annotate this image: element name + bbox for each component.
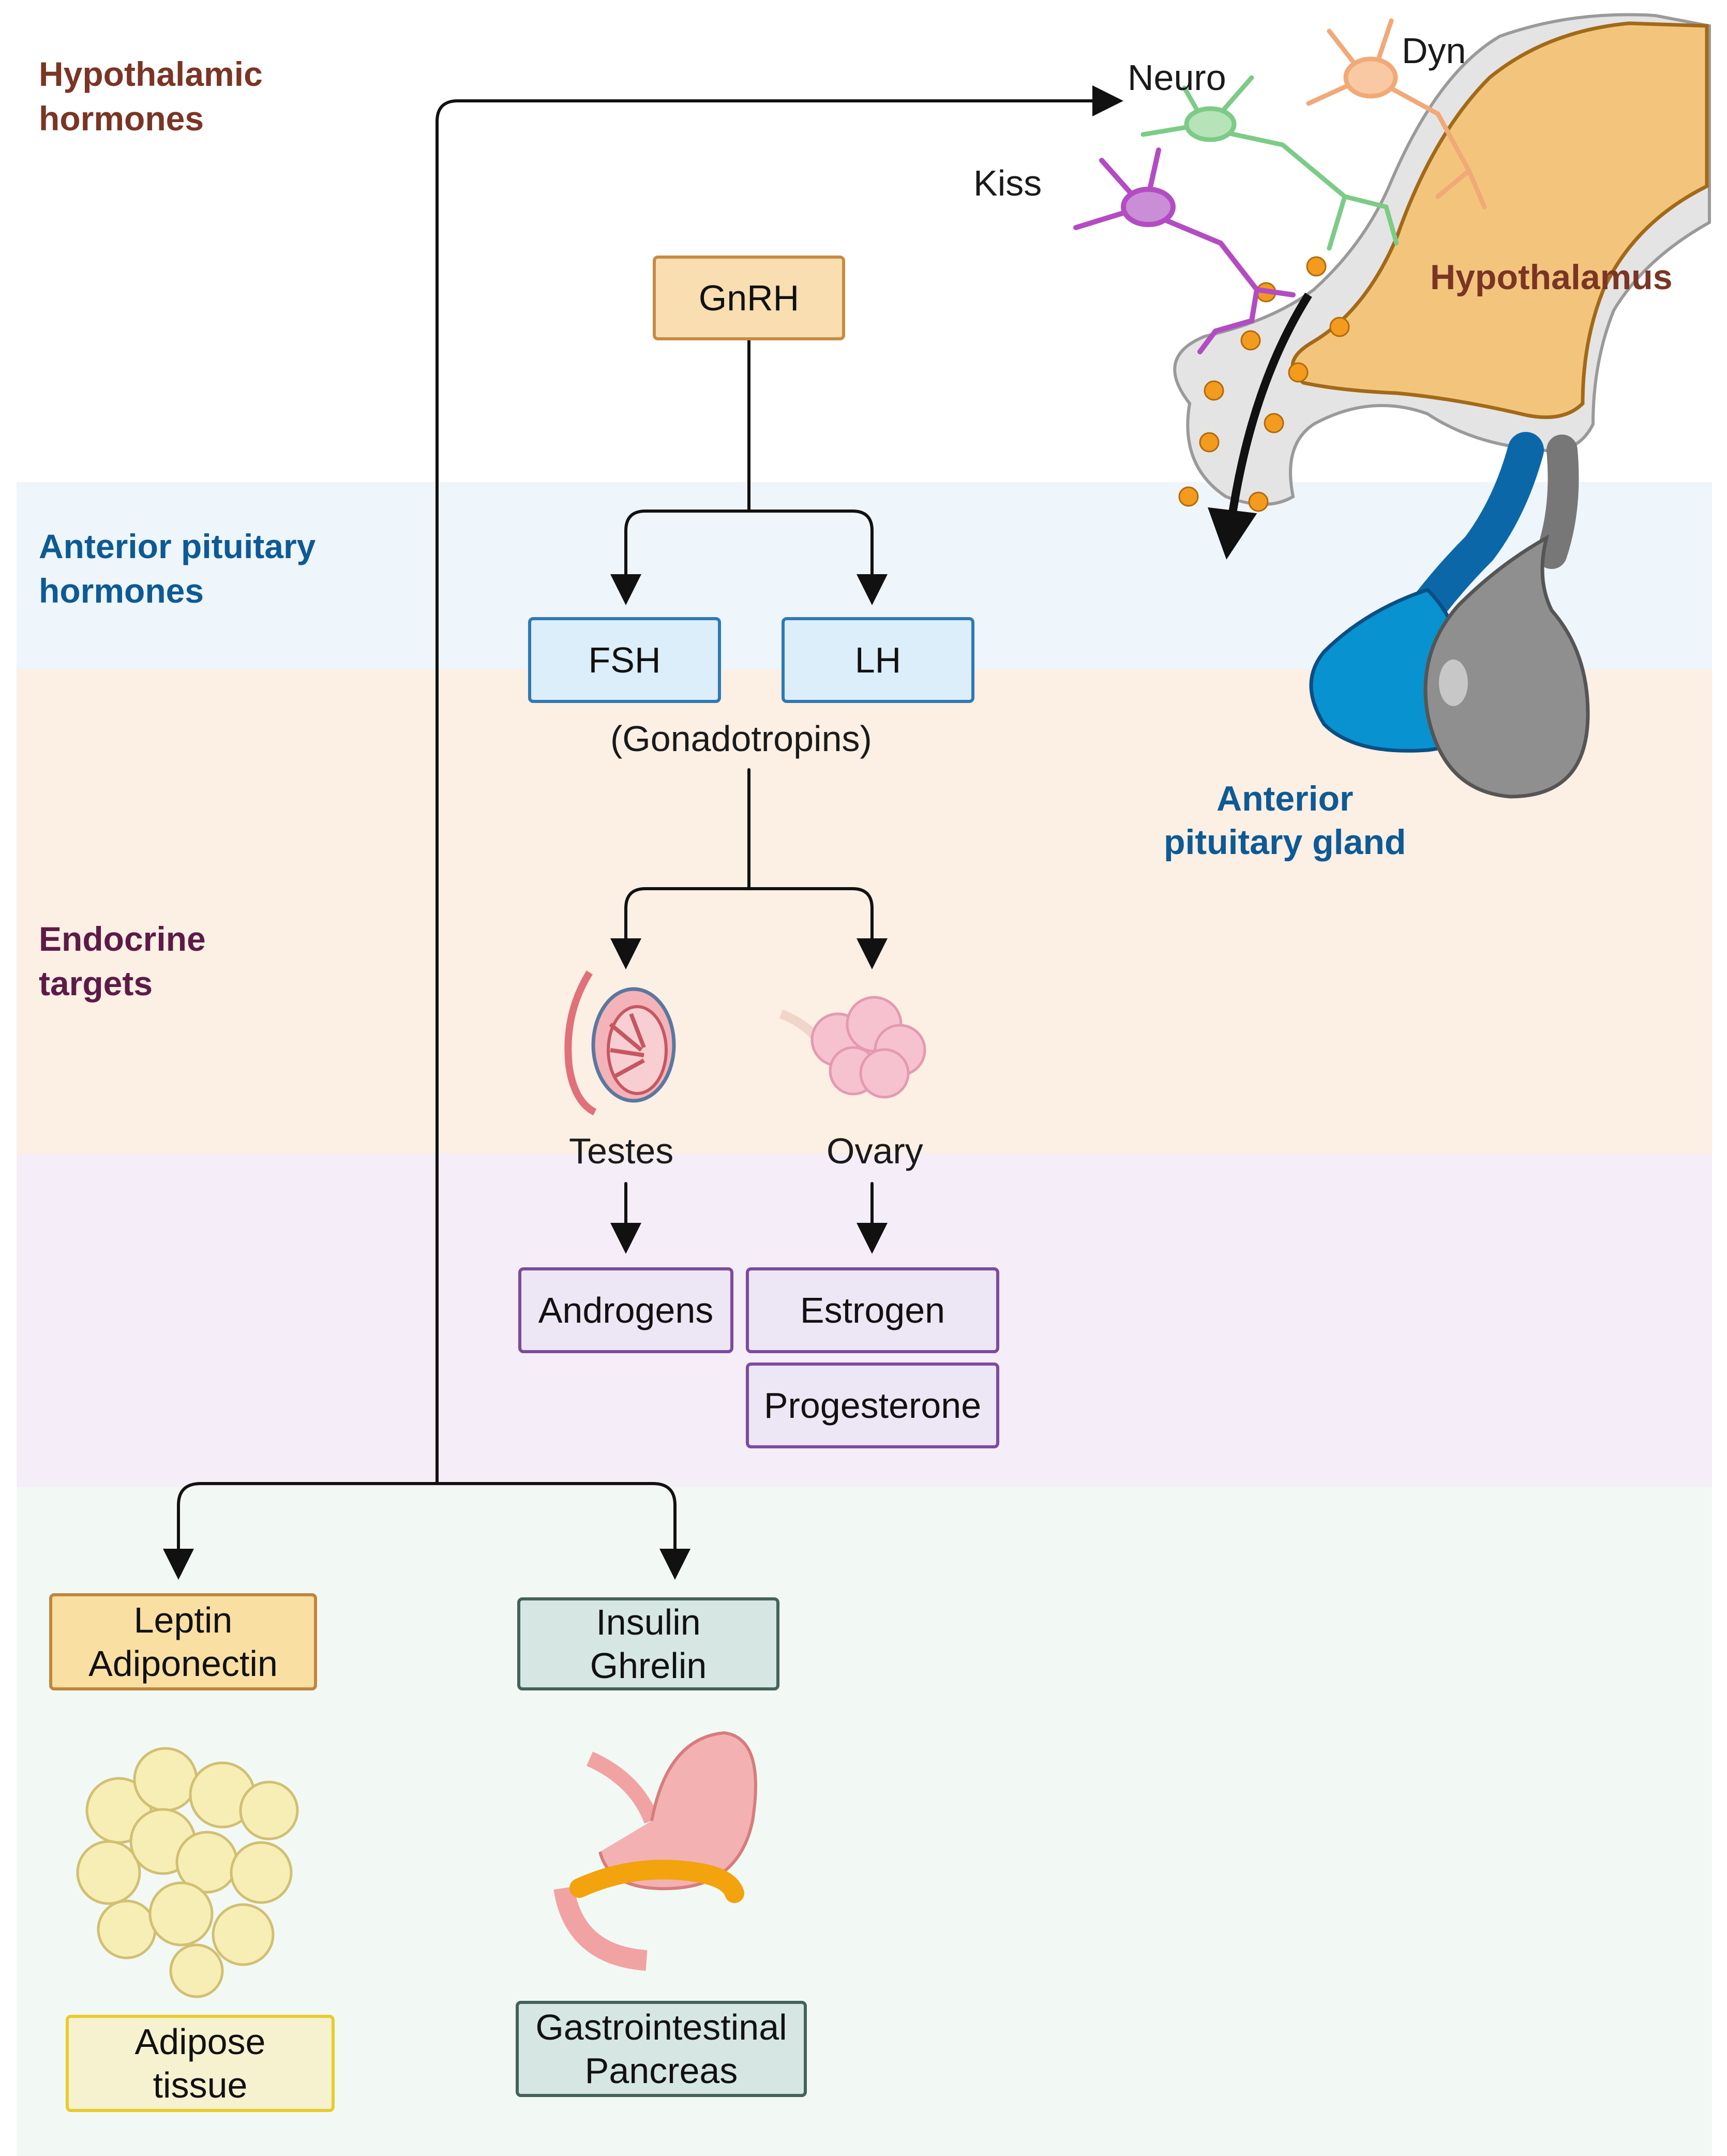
hypothalamus-illustration	[1173, 13, 1711, 799]
progesterone-box: Progesterone	[746, 1363, 999, 1448]
adipose-illustration	[76, 1747, 299, 1998]
gnrh-to-fsh-arrow	[610, 510, 750, 605]
kiss-label: Kiss	[973, 163, 1042, 203]
gonadotropins-label: (Gonadotropins)	[610, 718, 872, 759]
kiss-neuron	[1073, 147, 1296, 354]
anterior-pituitary-gland-label: Anterior pituitary gland	[1164, 779, 1406, 862]
hypothalamus-label: Hypothalamus	[1430, 258, 1673, 297]
testes-label: Testes	[569, 1131, 674, 1171]
metabolic-split	[163, 1482, 439, 1580]
gnrh-to-lh-arrow	[747, 510, 888, 605]
dyn-neuron	[1306, 18, 1487, 209]
feedback-arrow	[435, 85, 1123, 1485]
testes-illustration	[564, 970, 676, 1116]
androgens-box: Androgens	[518, 1267, 733, 1353]
endocrine-targets-label: Endocrine targets	[39, 920, 206, 1002]
gnrh-box: GnRH	[653, 256, 845, 340]
ovary-illustration	[779, 996, 926, 1099]
fsh-box: FSH	[528, 617, 721, 703]
to-ovary-arrow	[747, 887, 888, 969]
to-testes-arrow	[610, 887, 750, 969]
insulin-ghrelin-box: Insulin Ghrelin	[517, 1597, 779, 1690]
adipose-tissue-box: Adipose tissue	[66, 2015, 335, 2112]
neuro-label: Neuro	[1128, 57, 1226, 98]
dyn-label: Dyn	[1402, 31, 1466, 71]
gastrointestinal-pancreas-box: Gastrointestinal Pancreas	[516, 2001, 807, 2097]
neuro-neuron	[1140, 75, 1399, 251]
estrogen-box: Estrogen	[746, 1267, 999, 1353]
anterior-pituitary-hormones-label: Anterior pituitary hormones	[39, 527, 316, 610]
lh-box: LH	[782, 617, 974, 703]
hypothalamic-hormones-label: Hypothalamic hormones	[39, 55, 263, 138]
to-insulin-arrow	[435, 1482, 690, 1580]
leptin-adiponectin-box: Leptin Adiponectin	[49, 1593, 317, 1690]
ovary-label: Ovary	[827, 1131, 923, 1171]
gi-pancreas-illustration	[553, 1731, 757, 1971]
